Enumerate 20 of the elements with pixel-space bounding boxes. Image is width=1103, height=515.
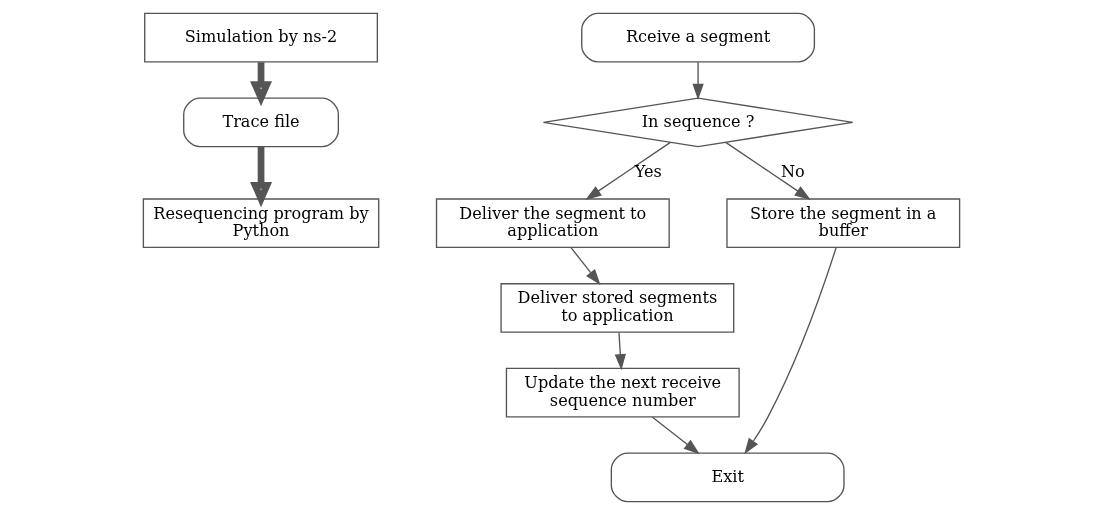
arrow — [651, 416, 700, 455]
node-box: Exit — [610, 452, 845, 503]
node-box: Deliver stored segments to application — [500, 283, 735, 333]
node-diamond: In sequence ? — [542, 97, 854, 148]
edge-label: No — [780, 161, 805, 181]
node-box: Trace file — [183, 97, 340, 148]
node-box: Store the segment in a buffer — [726, 198, 961, 249]
arrow — [725, 141, 811, 200]
arrow — [570, 247, 601, 286]
node-box: Deliver the segment to application — [435, 198, 670, 249]
arrow — [585, 141, 672, 200]
node-box: Resequencing program by Python — [142, 198, 380, 249]
node-box: Simulation by ns-2 — [144, 12, 379, 63]
edge-label: Yes — [634, 161, 662, 181]
node-box: Rceive a segment — [581, 12, 816, 63]
arrow — [744, 247, 837, 455]
arrow — [692, 61, 704, 100]
arrow — [250, 146, 273, 208]
arrow — [614, 331, 626, 371]
node-box: Update the next receive sequence number — [505, 367, 740, 418]
